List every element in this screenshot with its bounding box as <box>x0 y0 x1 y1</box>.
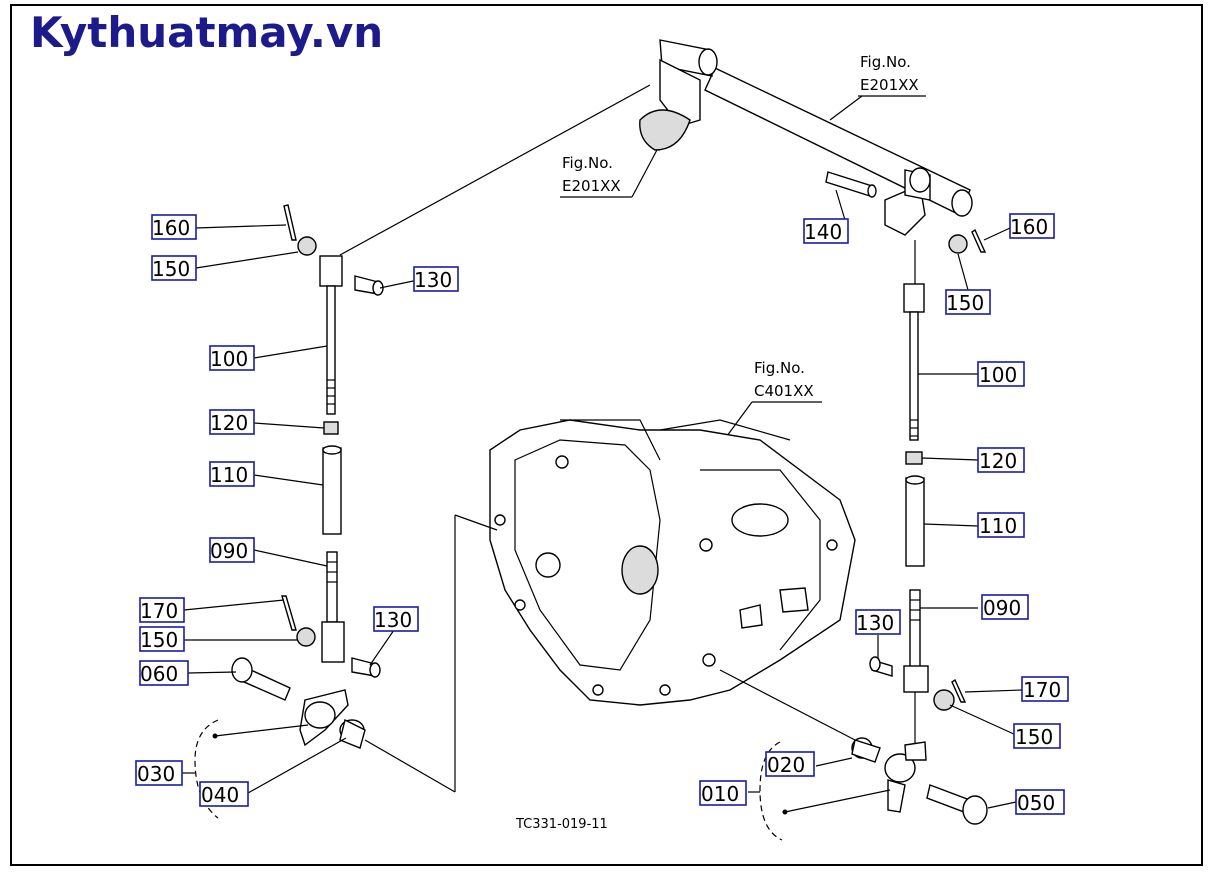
callout-text: 090 <box>210 539 248 563</box>
pedal-shaft-assembly <box>639 39 973 236</box>
callout-020[interactable]: 020 <box>765 751 815 777</box>
callout-010[interactable]: 010 <box>699 780 747 806</box>
callout-120-right[interactable]: 120 <box>977 447 1025 473</box>
callout-text: 030 <box>137 762 175 786</box>
callout-text: 150 <box>946 291 984 315</box>
transmission-housing <box>489 419 856 706</box>
callout-text: 130 <box>856 611 894 635</box>
callout-100-right[interactable]: 100 <box>977 361 1025 387</box>
callout-text: 150 <box>152 257 190 281</box>
fig-ref-top-right[interactable]: Fig.No. E201XX <box>829 53 926 121</box>
callout-120-left[interactable]: 120 <box>209 409 255 435</box>
callout-100-left[interactable]: 100 <box>209 345 255 371</box>
callout-150-left-bottom[interactable]: 150 <box>139 626 185 652</box>
callout-text: 130 <box>374 608 412 632</box>
callout-150-right-bottom[interactable]: 150 <box>1013 723 1061 749</box>
callout-text: 110 <box>979 514 1017 538</box>
leader-lines <box>182 189 1023 841</box>
leader-dot <box>782 809 788 815</box>
callout-150-right-top[interactable]: 150 <box>945 289 991 315</box>
callout-text: 150 <box>140 628 178 652</box>
callout-text: 110 <box>210 463 248 487</box>
callout-130-left-bottom[interactable]: 130 <box>373 606 419 632</box>
fig-ref-code: C401XX <box>754 382 814 400</box>
fig-ref-code: E201XX <box>562 177 621 195</box>
leader-dot <box>212 733 218 739</box>
callout-text: 020 <box>767 753 805 777</box>
fig-ref-label: Fig.No. <box>754 359 805 377</box>
callout-060[interactable]: 060 <box>139 660 189 686</box>
callout-text: 100 <box>979 363 1017 387</box>
fig-ref-code: E201XX <box>860 76 919 94</box>
fig-ref-housing[interactable]: Fig.No. C401XX <box>723 359 822 441</box>
callout-050[interactable]: 050 <box>1015 789 1065 815</box>
callout-090-left[interactable]: 090 <box>209 537 255 563</box>
fig-ref-label: Fig.No. <box>860 53 911 71</box>
callout-text: 060 <box>140 662 178 686</box>
callout-text: 120 <box>210 411 248 435</box>
callout-150-left-top[interactable]: 150 <box>151 255 197 281</box>
callout-text: 170 <box>140 599 178 623</box>
callout-text: 140 <box>804 220 842 244</box>
callout-text: 040 <box>201 783 239 807</box>
callout-text: 120 <box>979 449 1017 473</box>
brand-logo: Kythuatmay.vn <box>30 8 384 57</box>
callout-text: 100 <box>210 347 248 371</box>
fig-ref-top-left[interactable]: Fig.No. E201XX <box>560 147 659 198</box>
right-linkage <box>825 171 988 825</box>
callout-170-left[interactable]: 170 <box>139 597 185 623</box>
callout-text: 130 <box>414 268 452 292</box>
callout-text: 090 <box>983 596 1021 620</box>
callout-text: 170 <box>1023 678 1061 702</box>
callout-110-left[interactable]: 110 <box>209 461 255 487</box>
callout-text: 050 <box>1017 791 1055 815</box>
callout-170-right[interactable]: 170 <box>1021 676 1069 702</box>
callout-text: 160 <box>1010 215 1048 239</box>
left-linkage <box>231 84 651 749</box>
callout-130-left-top[interactable]: 130 <box>413 266 459 292</box>
callout-text: 150 <box>1015 725 1053 749</box>
callout-text: 010 <box>701 782 739 806</box>
drawing-frame <box>10 4 1203 866</box>
drawing-code: TC331-019-11 <box>515 817 608 832</box>
callout-text: 160 <box>152 216 190 240</box>
callout-140[interactable]: 140 <box>803 218 849 244</box>
callout-030[interactable]: 030 <box>135 760 183 786</box>
callout-040[interactable]: 040 <box>199 781 249 807</box>
callout-090-right[interactable]: 090 <box>981 594 1029 620</box>
callout-110-right[interactable]: 110 <box>977 512 1025 538</box>
fig-ref-label: Fig.No. <box>562 154 613 172</box>
callout-130-right[interactable]: 130 <box>855 609 901 635</box>
callout-160-right[interactable]: 160 <box>1009 213 1055 239</box>
callout-160-left[interactable]: 160 <box>151 214 197 240</box>
